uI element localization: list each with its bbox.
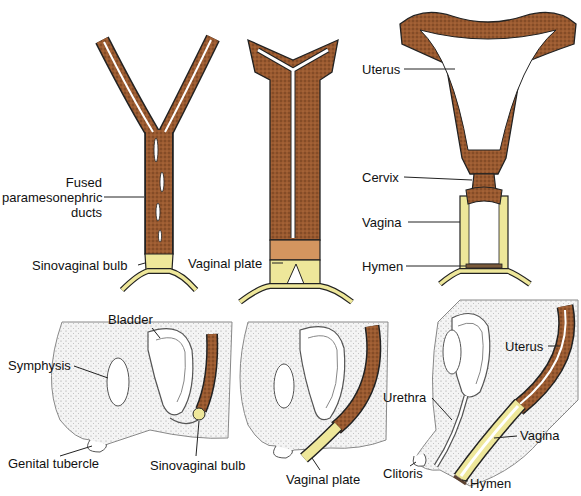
part-label: Hymen xyxy=(362,259,403,274)
part-label: Urethra xyxy=(383,390,426,405)
part-label: Vagina xyxy=(520,428,560,443)
part-label: Hymen xyxy=(470,476,511,491)
part-label: Clitoris xyxy=(383,466,423,481)
sagittal-late-figure xyxy=(413,300,578,486)
part-label: Sinovaginal bulb xyxy=(32,258,127,273)
part-label: Cervix xyxy=(362,170,399,185)
fused-ducts-figure xyxy=(102,38,213,290)
part-label: Uterus xyxy=(505,339,543,354)
part-label: Sinovaginal bulb xyxy=(150,458,245,473)
part-label: Genital tubercle xyxy=(8,456,99,471)
part-label: Uterus xyxy=(362,62,400,77)
part-label: Vaginal plate xyxy=(286,472,360,487)
uterus-vagina-figure xyxy=(400,12,576,284)
part-label: Fused paramesonephric ducts xyxy=(2,175,102,220)
part-label: Bladder xyxy=(108,312,153,327)
leader-lines xyxy=(60,69,560,481)
sagittal-early-figure xyxy=(51,322,232,452)
part-label: Vagina xyxy=(362,215,402,230)
sagittal-middle-figure xyxy=(240,322,388,458)
part-label: Vaginal plate xyxy=(188,256,262,271)
part-label: Symphysis xyxy=(8,358,71,373)
